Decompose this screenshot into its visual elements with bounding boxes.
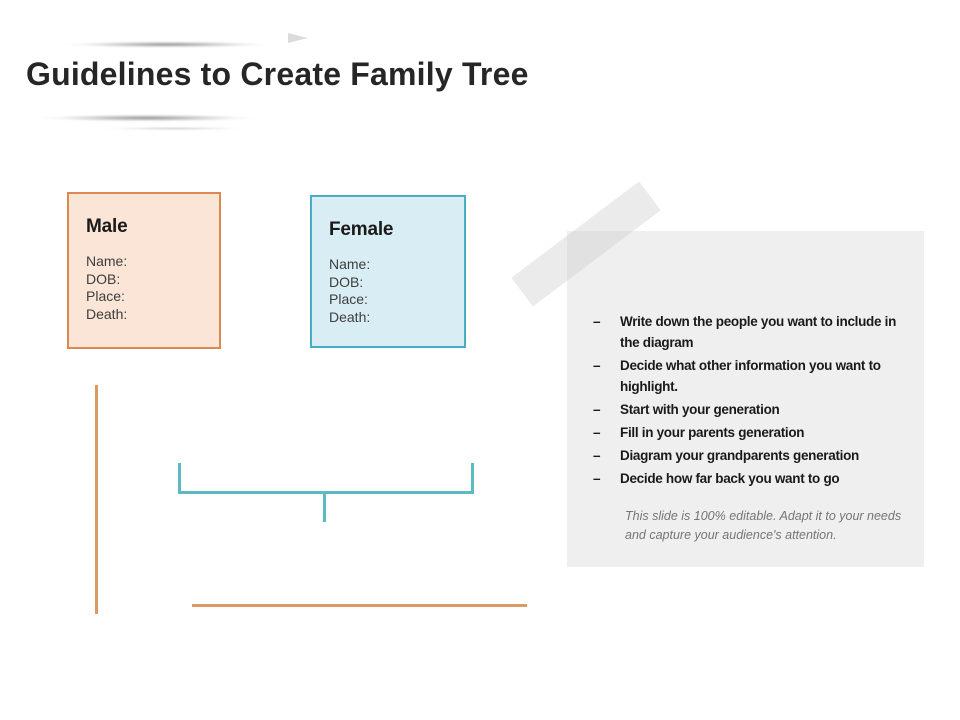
tree-connector-right-tick bbox=[471, 463, 474, 494]
dash-bullet: – bbox=[593, 358, 601, 373]
female-card-title: Female bbox=[329, 219, 394, 240]
dash-bullet: – bbox=[593, 448, 601, 463]
male-card-fields: Name: DOB: Place: Death: bbox=[86, 253, 205, 323]
male-death-label: Death: bbox=[86, 305, 128, 322]
guideline-item: – Fill in your parents generation bbox=[593, 422, 924, 443]
male-card-title: Male bbox=[86, 216, 128, 237]
female-death-label: Death: bbox=[329, 308, 371, 325]
female-dob-label: DOB: bbox=[329, 273, 364, 290]
editable-note: This slide is 100% editable. Adapt it to… bbox=[625, 509, 902, 542]
tree-line-orange-vertical bbox=[95, 385, 98, 614]
male-card: Male Name: DOB: Place: Death: bbox=[67, 192, 221, 349]
guidelines-panel: – Write down the people you want to incl… bbox=[567, 231, 924, 567]
guideline-text: Start with your generation bbox=[620, 402, 780, 417]
dash-bullet: – bbox=[593, 402, 601, 417]
tree-connector-horizontal bbox=[178, 491, 474, 494]
tree-connector-left-tick bbox=[178, 463, 181, 494]
guideline-item: – Diagram your grandparents generation bbox=[593, 445, 924, 466]
male-name-label: Name: bbox=[86, 253, 128, 269]
dash-bullet: – bbox=[593, 314, 601, 329]
title-bottom-shadow-decoration bbox=[8, 113, 286, 123]
female-card: Female Name: DOB: Place: Death: bbox=[310, 195, 466, 348]
male-place-label: Place: bbox=[86, 288, 125, 304]
guideline-text: Fill in your parents generation bbox=[620, 425, 805, 440]
guideline-item: – Decide how far back you want to go bbox=[593, 468, 924, 489]
dash-bullet: – bbox=[593, 471, 601, 486]
swoosh-arrow-decoration bbox=[288, 33, 308, 43]
guideline-item: – Decide what other information you want… bbox=[593, 355, 924, 397]
female-card-fields: Name: DOB: Place: Death: bbox=[329, 256, 450, 326]
title-top-shadow-decoration bbox=[36, 40, 298, 49]
page-title: Guidelines to Create Family Tree bbox=[26, 56, 529, 92]
tree-connector-center-tick bbox=[323, 491, 326, 522]
guideline-text: Decide what other information you want t… bbox=[620, 358, 881, 394]
guideline-text: Decide how far back you want to go bbox=[620, 471, 840, 486]
female-name-label: Name: bbox=[329, 256, 371, 272]
tree-line-orange-horizontal bbox=[192, 604, 527, 607]
male-dob-label: DOB: bbox=[86, 270, 121, 287]
title-shadow-echo-decoration bbox=[80, 126, 270, 131]
dash-bullet: – bbox=[593, 425, 601, 440]
guideline-item: – Write down the people you want to incl… bbox=[593, 311, 924, 353]
guideline-text: Diagram your grandparents generation bbox=[620, 448, 860, 463]
guideline-text: Write down the people you want to includ… bbox=[620, 314, 897, 350]
guidelines-list: – Write down the people you want to incl… bbox=[593, 311, 924, 489]
female-place-label: Place: bbox=[329, 291, 368, 307]
guideline-item: – Start with your generation bbox=[593, 399, 924, 420]
